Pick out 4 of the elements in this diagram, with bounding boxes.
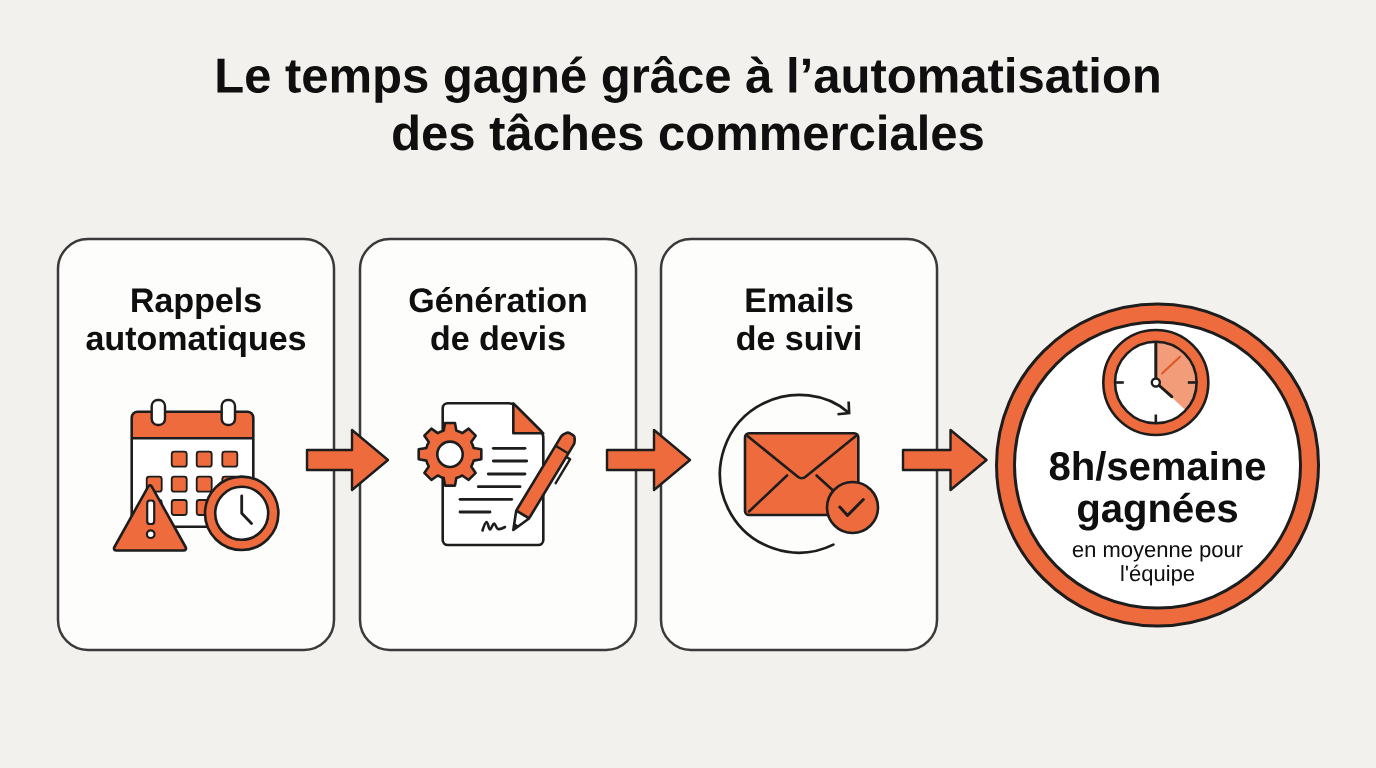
block-arrow — [305, 428, 390, 492]
title: Le temps gagné grâce à l’automatisation des tâches commerciales — [217, 55, 1159, 151]
block-arrow — [901, 428, 988, 492]
block-arrow — [605, 428, 692, 492]
